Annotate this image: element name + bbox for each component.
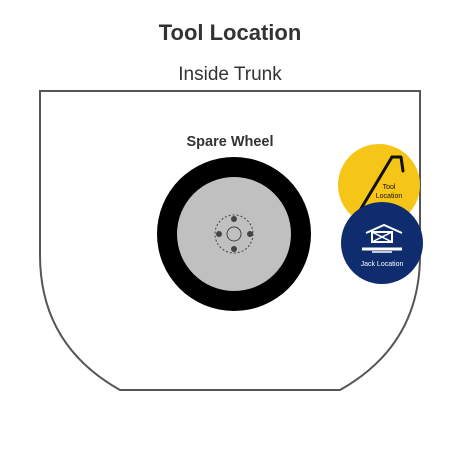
wheel-hub-center <box>226 226 242 242</box>
page-title: Tool Location <box>158 20 302 45</box>
wrench-icon <box>357 155 405 214</box>
lug-nut-bottom <box>231 246 237 252</box>
tool-marker-label-line1: Tool <box>383 184 396 191</box>
spare-wheel <box>157 157 311 311</box>
spare-wheel-rim <box>177 177 291 291</box>
scissor-jack-icon <box>362 223 403 253</box>
lug-nut-top <box>231 216 237 222</box>
lug-nut-left <box>216 231 222 237</box>
spare-wheel-label: Spare Wheel <box>186 134 273 150</box>
jack-marker-label: Jack Location <box>361 261 404 268</box>
tool-location-marker: Tool Location <box>338 144 420 226</box>
page-subtitle: Inside Trunk <box>178 64 282 85</box>
jack-location-marker: Jack Location <box>341 202 423 284</box>
tool-marker-circle <box>338 144 420 226</box>
lug-nut-right <box>247 231 253 237</box>
tool-marker-label-line2: Location <box>376 193 403 200</box>
